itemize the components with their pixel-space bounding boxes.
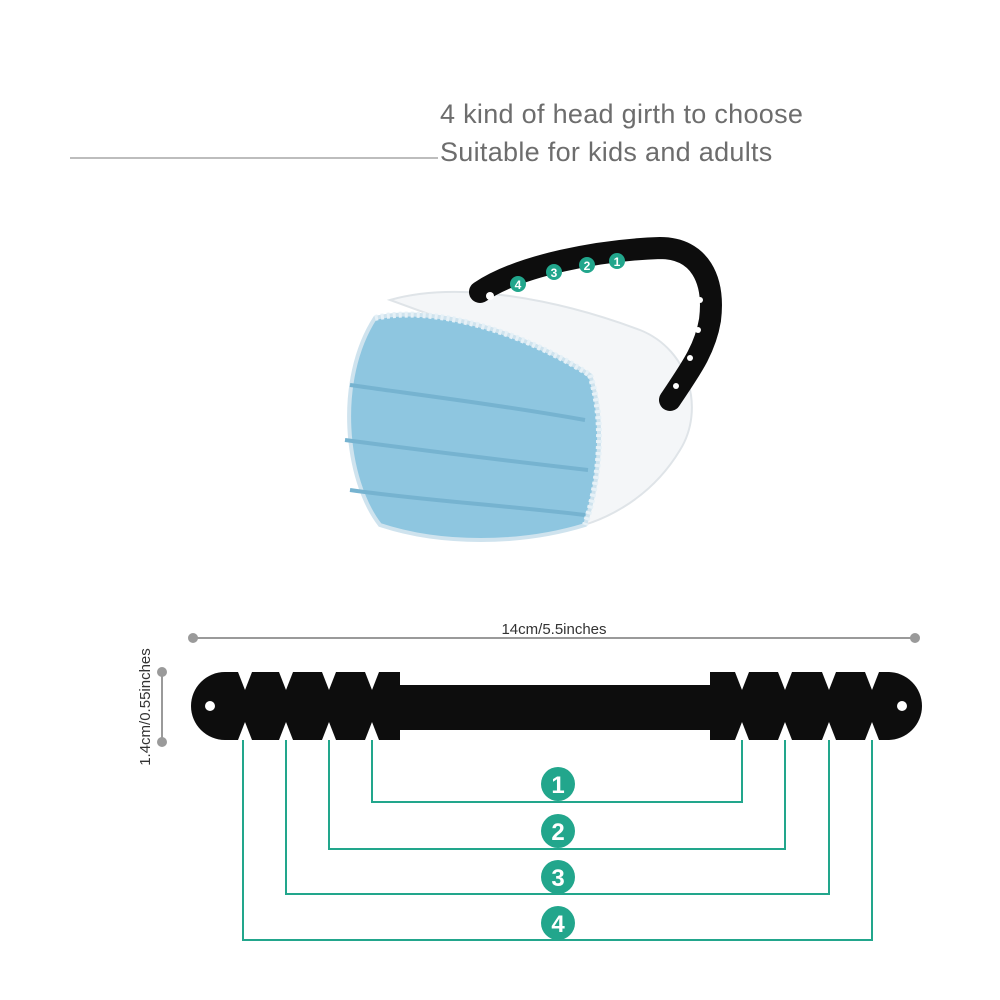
headline-line-2: Suitable for kids and adults xyxy=(440,137,773,167)
width-dimension: 14cm/5.5inches xyxy=(188,621,920,643)
width-label: 14cm/5.5inches xyxy=(501,621,606,638)
header-divider-line xyxy=(70,157,438,159)
girth-bracket-3 xyxy=(285,740,830,895)
hook-badge-2 xyxy=(579,257,595,273)
mask-pleat xyxy=(349,383,586,422)
girth-bracket-1 xyxy=(371,740,743,803)
strap-left-notches xyxy=(238,672,379,740)
headline: 4 kind of head girth to choose Suitable … xyxy=(440,95,890,171)
strap-middle-band xyxy=(395,685,715,730)
girth-badge-3 xyxy=(541,860,575,894)
strap-right-hole xyxy=(897,701,907,711)
hook-badge-1 xyxy=(609,253,625,269)
headline-line-1: 4 kind of head girth to choose xyxy=(440,99,804,129)
girth-number-1: 1 xyxy=(551,772,564,799)
hook-number-4: 4 xyxy=(515,278,522,292)
girth-brackets xyxy=(242,740,873,941)
strap-right-notches xyxy=(735,672,879,740)
strap-left-hole xyxy=(205,701,215,711)
girth-option-badges: 1 2 3 4 xyxy=(541,767,575,940)
strap-left-end xyxy=(191,672,400,740)
girth-number-4: 4 xyxy=(551,911,565,938)
mask-illustration: 4 3 2 1 xyxy=(344,236,722,542)
height-dimension: 1.4cm/0.55inches xyxy=(137,648,167,766)
strap-right-end xyxy=(710,672,922,740)
mask-pleat xyxy=(349,488,586,517)
height-label: 1.4cm/0.55inches xyxy=(137,648,154,766)
girth-badge-4 xyxy=(541,906,575,940)
strap-notches xyxy=(486,292,703,389)
hook-number-2: 2 xyxy=(584,259,591,273)
hook-badge-4 xyxy=(510,276,526,292)
girth-badge-1 xyxy=(541,767,575,801)
strap-hook-labels: 4 3 2 1 xyxy=(510,253,625,292)
girth-bracket-4 xyxy=(242,740,873,941)
hook-number-3: 3 xyxy=(551,266,558,280)
hook-badge-3 xyxy=(546,264,562,280)
mask-pleat xyxy=(344,438,589,472)
girth-badge-2 xyxy=(541,814,575,848)
girth-number-3: 3 xyxy=(551,865,564,892)
girth-number-2: 2 xyxy=(551,819,564,846)
mask-top-stitching xyxy=(374,311,592,378)
hook-number-1: 1 xyxy=(614,255,621,269)
mask-extender-strap xyxy=(469,236,722,411)
flat-strap xyxy=(191,672,922,740)
girth-bracket-2 xyxy=(328,740,786,850)
